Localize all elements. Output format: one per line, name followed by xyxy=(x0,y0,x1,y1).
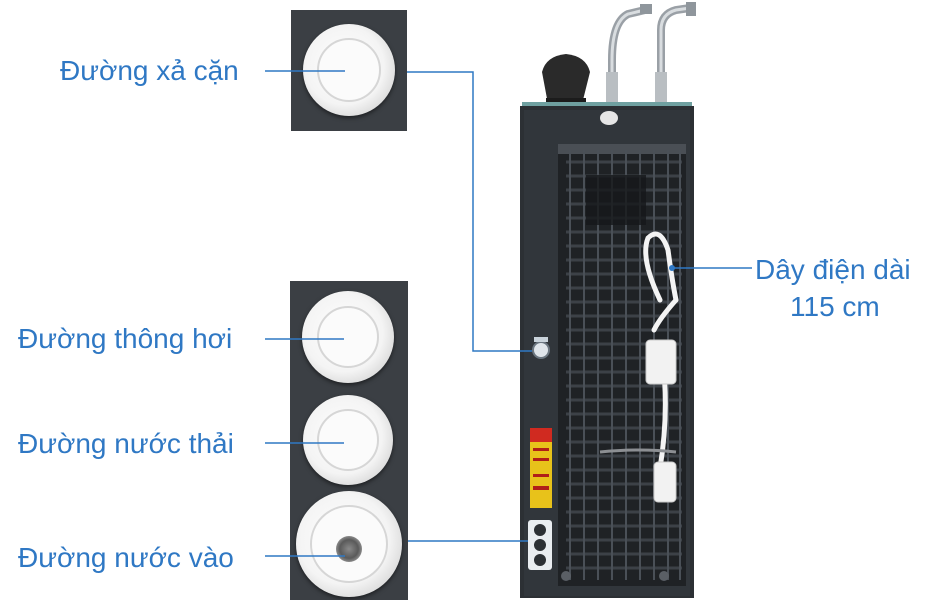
side-drain-port xyxy=(532,341,550,359)
callout-lines xyxy=(265,70,752,557)
vent-cap xyxy=(302,291,394,383)
power-plug-box xyxy=(645,339,677,385)
label-power-cord-length: Dây điện dài xyxy=(755,254,911,285)
waste-cap xyxy=(303,395,393,485)
label-vent-outlet: Đường thông hơi xyxy=(18,323,233,354)
inlet-cap xyxy=(296,491,402,597)
drain-cap xyxy=(303,24,395,116)
label-power-cord-value: 115 cm xyxy=(790,291,880,322)
label-waste-water: Đường nước thải xyxy=(18,428,234,459)
drain-cap-closeup xyxy=(291,10,407,131)
top-knob xyxy=(542,54,590,104)
label-drain-outlet: Đường xả cặn xyxy=(60,55,239,86)
rear-ports-closeup xyxy=(290,281,408,600)
faucet-pipes xyxy=(606,2,696,106)
label-water-inlet: Đường nước vào xyxy=(18,542,234,573)
